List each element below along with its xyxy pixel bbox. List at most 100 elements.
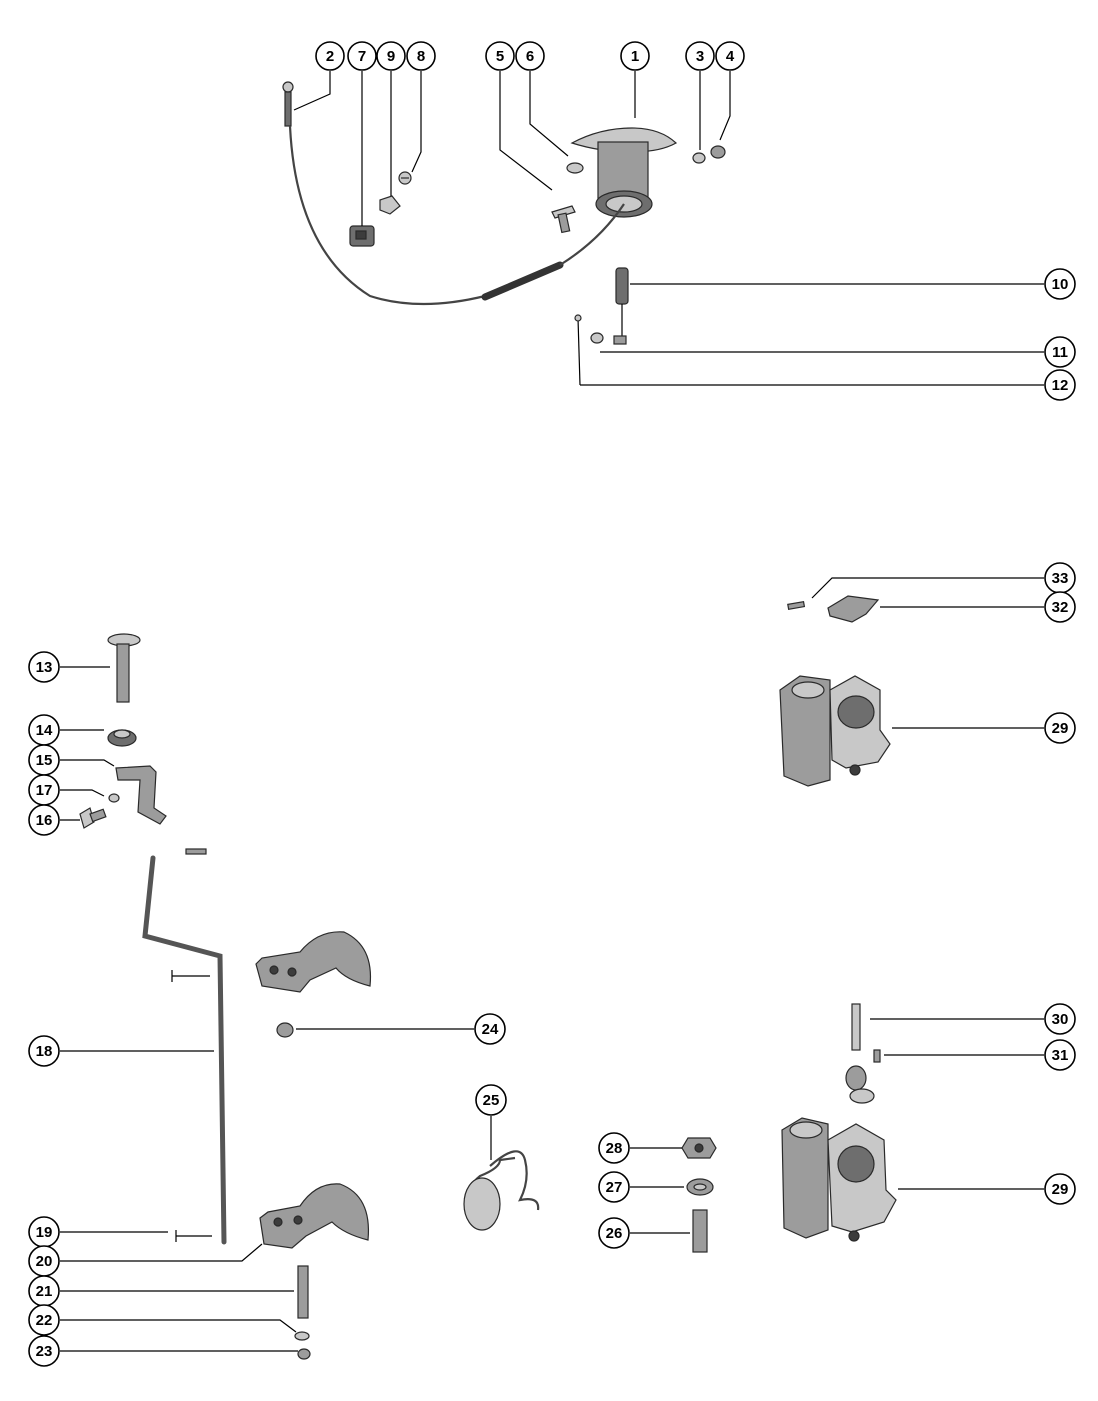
part-29-carburetor-upper (779, 675, 891, 787)
part-1-solenoid (570, 127, 678, 218)
callout-13-label: 13 (36, 659, 53, 676)
part-pin-top (185, 848, 207, 855)
part-16-screw (79, 807, 107, 829)
callout-3-label: 3 (696, 48, 704, 65)
callout-16-label: 16 (36, 812, 53, 829)
callout-18: 18 (28, 1035, 60, 1067)
callout-15-label: 15 (36, 752, 53, 769)
part-26-stud (692, 1209, 708, 1253)
part-30-needle-valve (845, 1003, 875, 1104)
callout-19-label: 19 (36, 1224, 53, 1241)
callout-16: 16 (28, 804, 60, 836)
callout-14-label: 14 (36, 722, 53, 739)
callout-1-label: 1 (631, 48, 639, 65)
callout-22-label: 22 (36, 1312, 53, 1329)
part-5-bolt (551, 205, 576, 234)
part-29-carburetor-lower (781, 1117, 897, 1242)
callout-29-lower-label: 29 (1052, 1181, 1069, 1198)
part-18-link-rod (142, 855, 227, 1245)
callout-32: 32 (1044, 591, 1076, 623)
callout-20: 20 (28, 1245, 60, 1277)
callout-29-upper: 29 (1044, 712, 1076, 744)
callout-30: 30 (1044, 1003, 1076, 1035)
callout-5-label: 5 (496, 48, 504, 65)
callout-10: 10 (1044, 268, 1076, 300)
callout-33-label: 33 (1052, 570, 1069, 587)
part-15-bracket (115, 765, 167, 825)
part-7-nut-clip (349, 225, 375, 247)
part-25-spring (463, 1150, 540, 1231)
callout-8: 8 (406, 41, 436, 71)
callout-32-label: 32 (1052, 599, 1069, 616)
part-28-nut (681, 1137, 717, 1159)
part-21-stud (297, 1265, 309, 1319)
callout-28-label: 28 (606, 1140, 623, 1157)
callout-7: 7 (347, 41, 377, 71)
callout-9-label: 9 (387, 48, 395, 65)
callout-6: 6 (515, 41, 545, 71)
callout-27: 27 (598, 1171, 630, 1203)
part-22-washer (294, 1331, 310, 1341)
callout-5: 5 (485, 41, 515, 71)
callout-18-label: 18 (36, 1043, 53, 1060)
callout-8-label: 8 (417, 48, 425, 65)
callout-17-label: 17 (36, 782, 53, 799)
callout-26: 26 (598, 1217, 630, 1249)
part-33-screw (787, 600, 806, 611)
callout-24: 24 (474, 1013, 506, 1045)
callout-12-label: 12 (1052, 377, 1069, 394)
callout-22: 22 (28, 1304, 60, 1336)
callout-10-label: 10 (1052, 276, 1069, 293)
callout-17: 17 (28, 774, 60, 806)
callout-24-label: 24 (482, 1021, 499, 1038)
part-17-washer (108, 793, 120, 803)
part-27-washer (686, 1178, 714, 1196)
callout-30-label: 30 (1052, 1011, 1069, 1028)
callout-9: 9 (376, 41, 406, 71)
callout-31-label: 31 (1052, 1047, 1069, 1064)
callout-11-label: 11 (1052, 344, 1068, 361)
callout-3: 3 (685, 41, 715, 71)
callout-29-upper-label: 29 (1052, 720, 1069, 737)
callout-31: 31 (1044, 1039, 1076, 1071)
part-14-grommet (107, 729, 137, 747)
part-cam-upper (255, 931, 372, 993)
part-3-lockwasher (692, 152, 706, 164)
part-2-cable (282, 81, 625, 306)
callout-20-label: 20 (36, 1253, 53, 1270)
part-20-cam-lower (259, 1183, 370, 1249)
callout-23-label: 23 (36, 1343, 53, 1360)
part-9-washer (379, 195, 401, 215)
part-13-bolt (107, 633, 141, 703)
callout-25-label: 25 (483, 1092, 500, 1109)
callout-13: 13 (28, 651, 60, 683)
callout-2-label: 2 (326, 48, 334, 65)
callout-26-label: 26 (606, 1225, 623, 1242)
part-8-screw (398, 171, 412, 185)
part-pin-upper (171, 970, 210, 982)
callout-21-label: 21 (36, 1283, 53, 1300)
part-23-nut (297, 1348, 311, 1360)
part-31-screw (873, 1049, 881, 1063)
part-12-wire (574, 314, 582, 386)
callout-1: 1 (620, 41, 650, 71)
part-19-pin (175, 1230, 212, 1242)
callout-28: 28 (598, 1132, 630, 1164)
callout-19: 19 (28, 1216, 60, 1248)
callout-27-label: 27 (606, 1179, 623, 1196)
callout-4-label: 4 (726, 48, 735, 65)
part-6-washer (566, 162, 584, 174)
callout-14: 14 (28, 714, 60, 746)
leader-lines (60, 71, 1044, 1352)
part-24-nut (276, 1022, 294, 1038)
callout-12: 12 (1044, 369, 1076, 401)
callout-25: 25 (475, 1084, 507, 1116)
callout-23: 23 (28, 1335, 60, 1367)
callout-6-label: 6 (526, 48, 534, 65)
callout-11: 11 (1044, 336, 1076, 368)
callout-29-lower: 29 (1044, 1173, 1076, 1205)
callout-2: 2 (315, 41, 345, 71)
callout-4: 4 (715, 41, 745, 71)
callout-33: 33 (1044, 562, 1076, 594)
